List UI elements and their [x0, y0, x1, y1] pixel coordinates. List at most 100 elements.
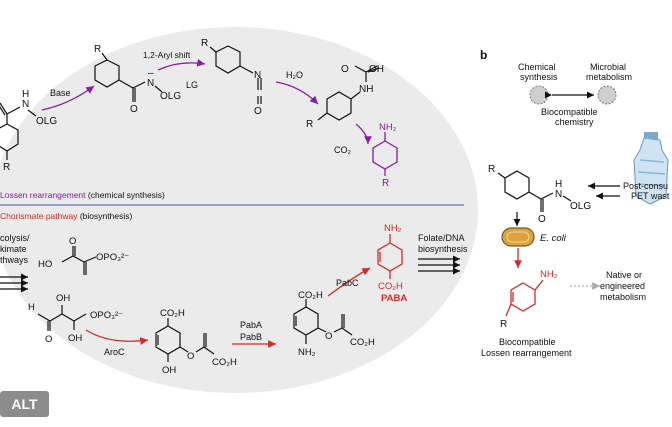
- paba-label: PABA: [381, 293, 407, 304]
- folate-label-1: Folate/DNA: [418, 233, 465, 243]
- chorismate-structure: [155, 318, 215, 362]
- pep-opo3: OPO₃²⁻: [96, 252, 129, 263]
- panel-b-substrate-structure: [497, 170, 572, 212]
- biocompatible-chemistry-label-1: Biocompatible: [541, 107, 598, 117]
- anion-r: R: [94, 44, 101, 55]
- folate-label-2: biosynthesis: [418, 244, 468, 254]
- isocyanate-structure: [209, 45, 262, 104]
- pep-ho: HO: [38, 259, 52, 270]
- pep-o: O: [69, 236, 76, 247]
- carbamic-oh: OH: [369, 64, 384, 75]
- aniline-r: R: [382, 178, 389, 189]
- co2-label: CO₂: [334, 145, 352, 155]
- chorismate-co2h: CO₂H: [160, 308, 185, 319]
- anion-structure: [94, 52, 163, 102]
- pet-waste-label-2: PET wast: [631, 191, 670, 201]
- panel-a: N H OLG R Base R O N – OLG 1,2-Aryl shif…: [0, 27, 478, 393]
- paba-co2h: CO₂H: [378, 281, 403, 292]
- carbamic-o: O: [341, 64, 349, 75]
- panel-b-label: b: [480, 48, 487, 62]
- aroc-arrow: [85, 329, 149, 345]
- glycolysis-label-2: kimate: [0, 244, 27, 254]
- glycolysis-label-3: thways: [0, 255, 29, 265]
- hydroxamate-r: R: [3, 162, 10, 173]
- anion-olg: OLG: [160, 91, 181, 102]
- water-label: H₂O: [286, 70, 303, 80]
- native-metabolism-label-1: Native or: [606, 270, 642, 280]
- adc-co2h2: CO₂H: [350, 337, 375, 348]
- adc-o: O: [325, 331, 332, 342]
- e4p-opo3: OPO₃²⁻: [90, 310, 123, 321]
- pep-structure: [61, 246, 97, 275]
- anion-o: O: [130, 104, 138, 115]
- glycolysis-arrows: [0, 273, 28, 293]
- chorismate-o: O: [187, 351, 194, 362]
- isocyanate-o: O: [254, 106, 262, 117]
- aryl-shift-arrow: [157, 58, 206, 71]
- pet-bottle-icon: [633, 132, 669, 205]
- panel-b: b Chemical synthesis Microbial metabolis…: [480, 48, 670, 358]
- decarboxylation-arrow: [355, 123, 372, 145]
- carbamic-acid-structure: [317, 65, 380, 121]
- pabc-arrow: [327, 267, 371, 297]
- folate-arrows: [418, 255, 460, 275]
- chemical-synthesis-node: [529, 85, 549, 105]
- pabc-label: PabC: [336, 278, 359, 288]
- pathway-background: [0, 27, 478, 393]
- panel-b-substrate-r: R: [488, 164, 495, 175]
- aniline-nh2: NH₂: [379, 122, 397, 133]
- biocompatible-chemistry-label-2: chemistry: [555, 117, 594, 127]
- isocyanate-r: R: [201, 38, 208, 49]
- hydrolysis-arrow: [275, 81, 319, 105]
- hydroxamate-olg: OLG: [36, 116, 57, 127]
- adc-nh2: NH₂: [298, 347, 316, 358]
- base-label: Base: [50, 88, 71, 98]
- anion-minus: –: [148, 68, 154, 79]
- hydroxamate-h: H: [22, 89, 29, 100]
- paba-structure: [377, 234, 403, 279]
- panel-b-substrate-olg: OLG: [570, 201, 591, 212]
- aroc-label: AroC: [104, 347, 125, 357]
- panel-b-substrate-o: O: [538, 214, 546, 225]
- anion-n: N: [147, 78, 154, 89]
- e4p-oh1: OH: [56, 293, 70, 304]
- carbamic-r: R: [306, 119, 313, 130]
- pet-arrows: [588, 182, 620, 200]
- pabb-enzyme-label: PabB: [240, 332, 262, 342]
- paba-enzyme-label: PabA: [240, 320, 262, 330]
- pet-waste-label-1: Post-consu: [623, 181, 668, 191]
- adc-structure: [293, 299, 353, 344]
- panel-b-aniline-structure: [505, 279, 544, 317]
- native-metabolism-label-2: engineered: [600, 281, 645, 291]
- chorismate-oh: OH: [162, 365, 176, 376]
- leaving-group-label: LG: [186, 80, 198, 90]
- isocyanate-n: N: [254, 70, 261, 81]
- base-arrow: [41, 85, 95, 111]
- microbial-metabolism-label-2: metabolism: [586, 72, 632, 82]
- aryl-shift-label: 1,2-Aryl shift: [143, 50, 191, 60]
- chorismate-caption: Chorismate pathway (biosynthesis): [0, 211, 132, 221]
- hydroxamate-n: N: [22, 99, 29, 110]
- biocompatible-lossen-label-1: Biocompatible: [499, 337, 556, 347]
- chorismate-co2h2: CO₂H: [212, 357, 237, 368]
- paba-nh2: NH₂: [384, 223, 402, 234]
- panel-b-substrate-n: N: [555, 189, 562, 200]
- microbial-metabolism-node: [597, 85, 617, 105]
- panel-b-substrate-h: H: [555, 179, 562, 190]
- lossen-caption: Lossen rearrangement (chemical synthesis…: [0, 190, 165, 200]
- e4p-o: O: [45, 334, 52, 345]
- ecoli-label: E. coli: [540, 233, 567, 244]
- hydroxamate-structure: [0, 102, 37, 160]
- e4p-structure: [37, 305, 87, 331]
- native-metabolism-label-3: metabolism: [600, 292, 646, 302]
- chemical-synthesis-label-1: Chemical: [518, 62, 556, 72]
- e4p-h: H: [28, 302, 35, 313]
- biocompatible-lossen-label-2: Lossen rearrangement: [481, 348, 572, 358]
- e4p-oh2: OH: [68, 333, 82, 344]
- carbamic-nh: NH: [359, 84, 373, 95]
- panel-b-aniline-r: R: [500, 319, 507, 330]
- glycolysis-label-1: colysis/: [0, 233, 30, 243]
- chemical-synthesis-label-2: synthesis: [520, 72, 558, 82]
- alt-text-button[interactable]: ALT: [0, 391, 49, 417]
